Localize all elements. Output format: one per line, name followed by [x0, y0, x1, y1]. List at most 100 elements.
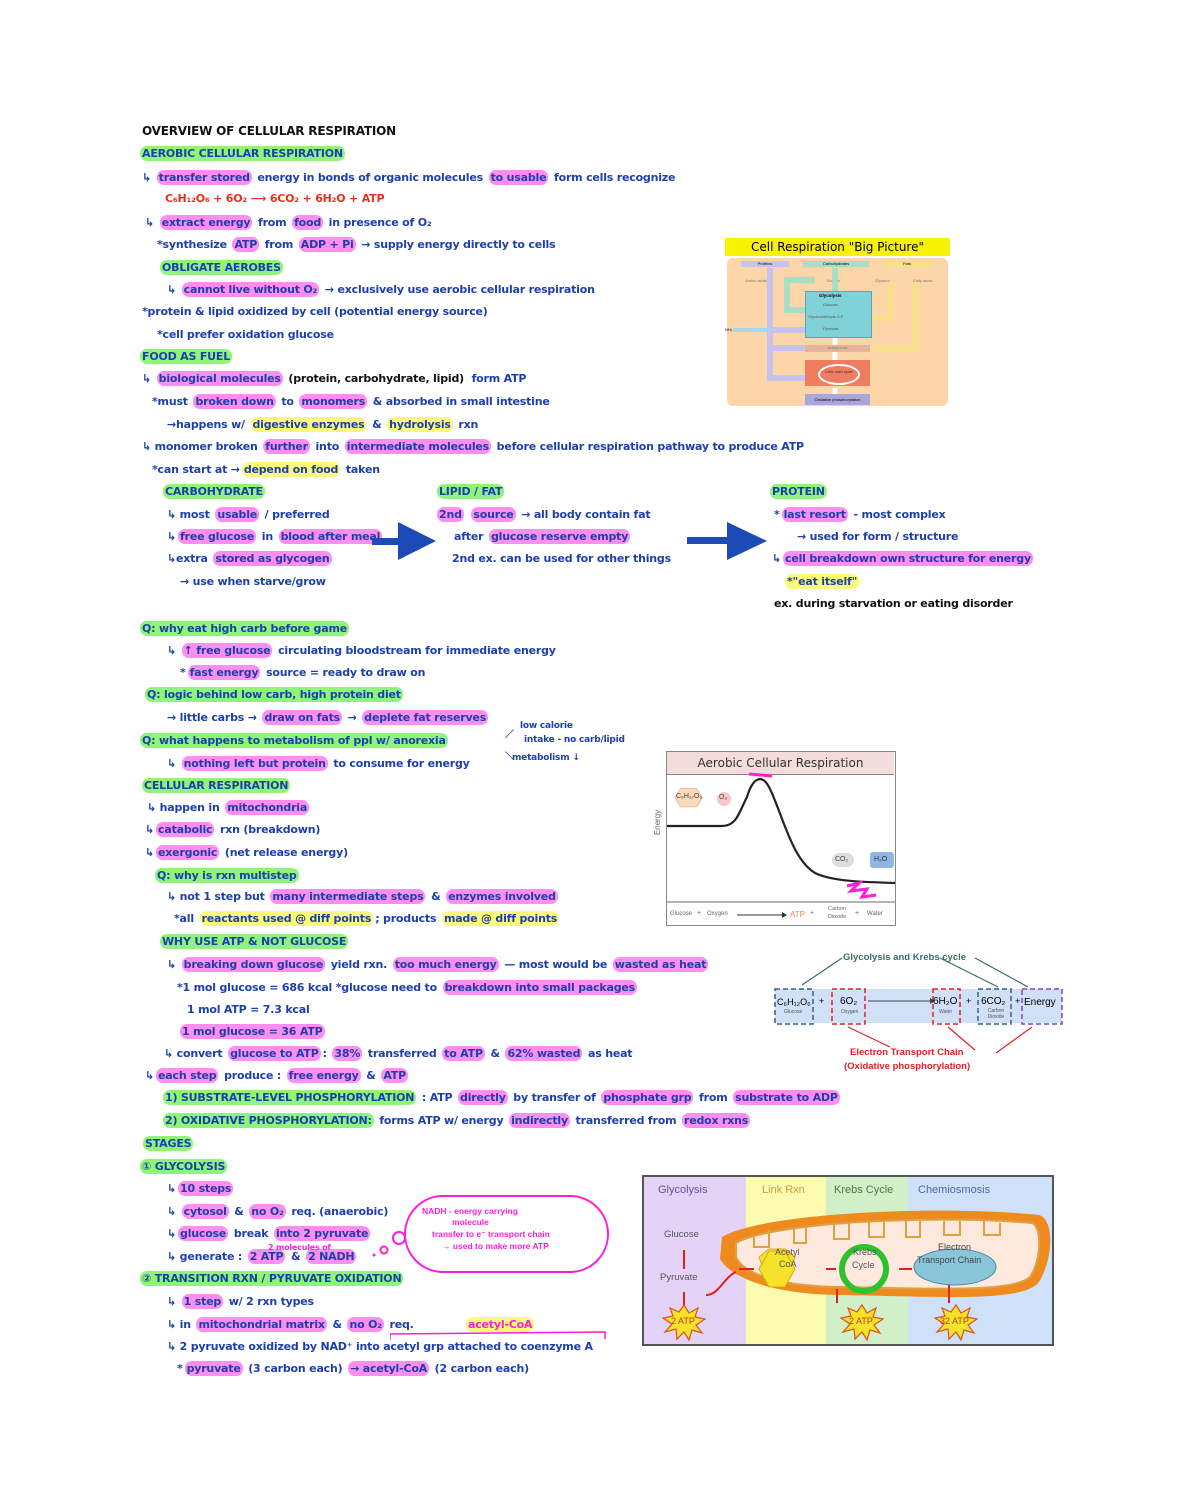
box-oxphos: Oxidative phosphorylation — [805, 394, 870, 405]
highlighted-text: glucose reserve empty — [488, 529, 631, 544]
highlighted-text: source — [471, 507, 516, 522]
note-text: *1 mol glucose = 686 kcal *glucose need … — [177, 981, 441, 994]
note-text: ↳ — [145, 823, 155, 836]
highlighted-text: 2 ATP — [247, 1249, 286, 1264]
label-glycerol: Glycerol — [875, 278, 890, 283]
box-fats: Fats — [882, 261, 932, 267]
note-text: & — [486, 1047, 504, 1060]
label-glucose-formula: C₆H₁₂O₆ — [676, 793, 703, 800]
note-line: CARBOHYDRATE — [163, 484, 265, 500]
highlighted-text: mitochondrial matrix — [196, 1317, 327, 1332]
note-line: ↳ 1 step w/ 2 rxn types — [165, 1294, 316, 1310]
note-line: after glucose reserve empty — [452, 529, 631, 545]
term-name: Carbon Dioxide — [987, 1008, 1005, 1020]
stage-chemiosmosis: Chemiosmosis — [918, 1184, 991, 1196]
highlighted-text: free energy — [286, 1068, 361, 1083]
note-text: ↳ happen in — [147, 801, 224, 814]
eq-plus: + — [810, 910, 815, 917]
note-line: 2nd source → all body contain fat — [437, 507, 652, 523]
highlighted-text: enzymes involved — [446, 889, 558, 904]
highlighted-text: ① GLYCOLYSIS — [140, 1159, 228, 1174]
note-line: ↳ not 1 step but many intermediate steps… — [165, 889, 558, 905]
note-line: ↳ monomer broken further into intermedia… — [140, 439, 806, 455]
highlighted-text: 1 mol glucose = 36 ATP — [180, 1024, 325, 1039]
highlighted-text: FOOD AS FUEL — [140, 349, 233, 364]
highlighted-text: into 2 pyruvate — [273, 1226, 371, 1241]
highlighted-text: usable — [215, 507, 260, 522]
note-line: ↳each step produce : free energy & ATP — [143, 1068, 408, 1084]
note-line: *fast energy source = ready to draw on — [178, 665, 427, 681]
side-note-line: low calorie — [520, 721, 573, 731]
note-line: ② TRANSITION RXN / PYRUVATE OXIDATION — [140, 1271, 404, 1287]
highlighted-text: each step — [156, 1068, 219, 1083]
note-line: →happens w/ digestive enzymes & hydrolys… — [165, 417, 480, 433]
highlighted-text: ② TRANSITION RXN / PYRUVATE OXIDATION — [140, 1271, 404, 1286]
note-text: & — [230, 1205, 248, 1218]
note-text: ↳ — [167, 1295, 180, 1308]
note-line: *cell prefer oxidation glucose — [155, 327, 336, 343]
highlighted-text: nothing left but protein — [181, 756, 328, 771]
highlighted-text: → acetyl-CoA — [348, 1361, 430, 1376]
label-electron: Electron — [938, 1242, 972, 1252]
highlighted-text: 1) SUBSTRATE-LEVEL PHOSPHORYLATION — [163, 1090, 417, 1105]
note-text: ↳ 2 pyruvate oxidized by NAD⁺ into acety… — [167, 1340, 593, 1353]
label-co2: CO₂ — [835, 856, 849, 863]
note-line: ↳ transfer stored energy in bonds of org… — [140, 170, 677, 186]
note-line: C₆H₁₂O₆ + 6O₂ ⟶ 6CO₂ + 6H₂O + ATP — [163, 191, 386, 207]
label-acetyl: Acetyl — [775, 1247, 800, 1257]
highlighted-text: ADP + Pi — [298, 237, 356, 252]
equation-figure: Glycolysis and Krebs cycle C₆H₁₂O₆ Gluco… — [770, 945, 1065, 1080]
highlighted-text: 2nd — [437, 507, 464, 522]
highlighted-text: too much energy — [392, 957, 499, 972]
note-text: source = ready to draw on — [262, 666, 426, 679]
stage-glycolysis: Glycolysis — [658, 1184, 708, 1196]
atp-badge: 2 ATP — [671, 1316, 695, 1326]
note-line: ↳ cannot live without O₂ → exclusively u… — [165, 282, 597, 298]
note-line: *pyruvate (3 carbon each) → acetyl-CoA (… — [175, 1361, 531, 1377]
note-text: transferred — [364, 1047, 441, 1060]
note-text: (3 carbon each) — [244, 1362, 347, 1375]
note-text: produce : — [220, 1069, 285, 1082]
highlighted-text: LIPID / FAT — [437, 484, 505, 499]
note-text: * — [177, 1362, 183, 1375]
highlighted-text: broken down — [193, 394, 276, 409]
highlighted-text: cannot live without O₂ — [181, 282, 320, 297]
highlighted-text: Q: why is rxn multistep — [155, 868, 299, 883]
note-text: ↳extra — [167, 552, 212, 565]
note-line: ↳ ↑ free glucose circulating bloodstream… — [165, 643, 558, 659]
highlighted-text: indirectly — [509, 1113, 570, 1128]
note-text: rxn — [454, 418, 479, 431]
note-text: 2nd ex. can be used for other things — [452, 552, 671, 565]
highlighted-text: fast energy — [187, 665, 261, 680]
energy-diagram-figure: Aerobic Cellular Respiration C₆H₁₂O₆ O₂ … — [666, 751, 896, 926]
label-etc: Electron Transport Chain — [850, 1047, 964, 1058]
highlighted-text: redox rxns — [681, 1113, 751, 1128]
note-text: & — [328, 1318, 346, 1331]
eq-atp: ATP — [790, 910, 805, 919]
highlighted-text: deplete fat reserves — [362, 710, 489, 725]
note-line: → use when starve/grow — [178, 574, 328, 590]
eq-plus: + — [855, 910, 860, 917]
cloud-line: molecule — [452, 1217, 489, 1227]
term-name: Glucose — [784, 1009, 803, 1015]
note-line: OBLIGATE AEROBES — [160, 260, 283, 276]
note-text: to — [277, 395, 298, 408]
note-text: from — [261, 238, 297, 251]
box-proteins: Proteins — [741, 261, 789, 267]
note-text: yield rxn. — [327, 958, 391, 971]
atp-badge: 2 ATP — [849, 1316, 873, 1326]
note-text: ↳ — [167, 757, 180, 770]
side-note-line: metabolism ↓ — [512, 753, 580, 763]
highlighted-text: to usable — [488, 170, 549, 185]
label-pyruvate: Pyruvate — [660, 1272, 698, 1283]
note-line: ↳ biological molecules (protein, carbohy… — [140, 371, 528, 387]
eq-oxygen: Oxygen — [707, 911, 728, 917]
note-line: PROTEIN — [770, 484, 827, 500]
note-line: ↳ generate : 2 ATP & 2 NADH — [165, 1249, 357, 1265]
label-glycolysis-krebs: Glycolysis and Krebs cycle — [843, 952, 967, 963]
highlighted-text: substrate to ADP — [733, 1090, 840, 1105]
note-line: 2nd ex. can be used for other things — [450, 551, 673, 567]
highlighted-text: no O₂ — [249, 1204, 286, 1219]
highlighted-text: catabolic — [156, 822, 215, 837]
note-text: ; products — [375, 912, 440, 925]
